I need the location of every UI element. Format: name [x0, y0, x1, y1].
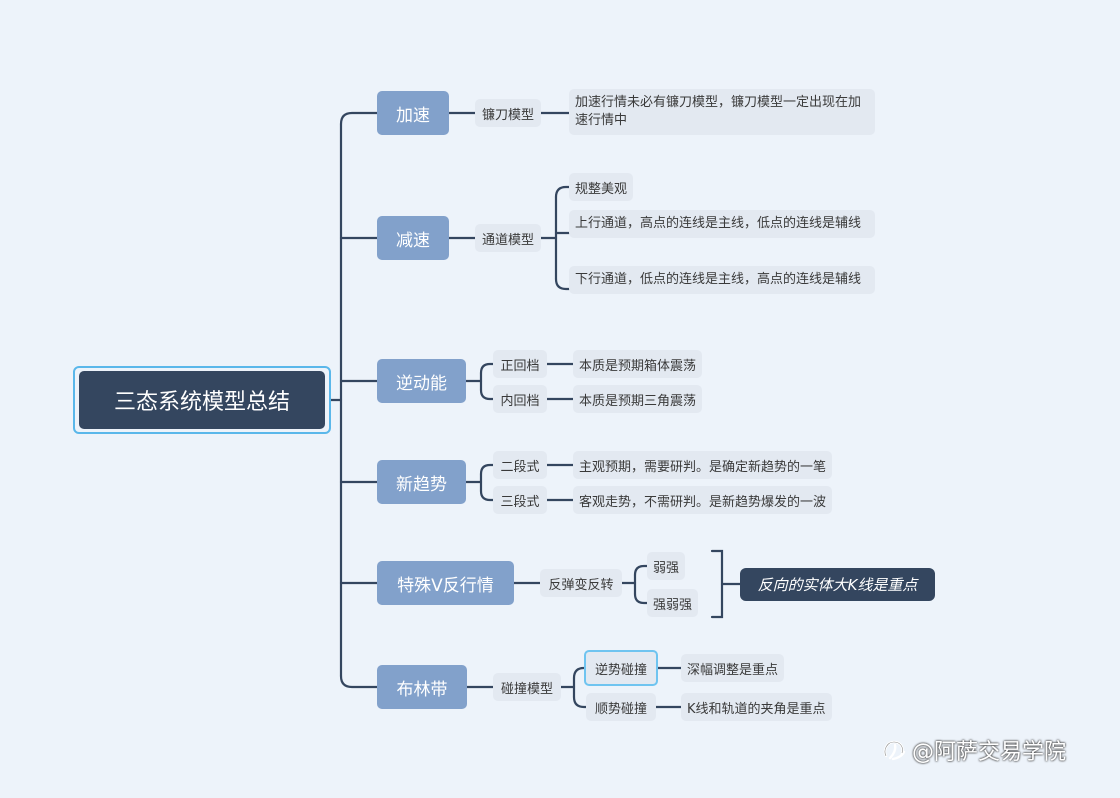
sub-inner-pullback[interactable]: 内回档 — [493, 385, 547, 413]
leaf-weak-strong[interactable]: 弱强 — [647, 552, 686, 580]
leaf-subjective[interactable]: 主观预期，需要研判。是确定新趋势的一笔 — [573, 451, 833, 479]
sub-counter-trend-collision[interactable]: 逆势碰撞 — [584, 650, 658, 686]
sub-with-trend-collision[interactable]: 顺势碰撞 — [586, 693, 656, 721]
sub-collision-model[interactable]: 碰撞模型 — [493, 673, 561, 701]
leaf-kline-angle[interactable]: K线和轨道的夹角是重点 — [681, 693, 832, 721]
branch-new-trend[interactable]: 新趋势 — [377, 460, 466, 504]
leaf-regular[interactable]: 规整美观 — [569, 173, 634, 201]
root-node[interactable]: 三态系统模型总结 — [79, 371, 325, 429]
branch-special-v-reversal[interactable]: 特殊V反行情 — [377, 561, 514, 605]
branch-acceleration[interactable]: 加速 — [377, 91, 449, 135]
leaf-objective[interactable]: 客观走势，不需研判。是新趋势爆发的一波 — [573, 486, 833, 514]
sub-rebound-to-reversal[interactable]: 反弹变反转 — [540, 569, 622, 597]
sub-sickle-model[interactable]: 镰刀模型 — [475, 99, 541, 127]
leaf-down-channel[interactable]: 下行通道，低点的连线是主线，高点的连线是辅线 — [569, 266, 875, 294]
leaf-up-channel[interactable]: 上行通道，高点的连线是主线，低点的连线是辅线 — [569, 210, 875, 238]
leaf-triangle-oscillation[interactable]: 本质是预期三角震荡 — [573, 385, 703, 413]
summary-key-candle[interactable]: 反向的实体大K线是重点 — [740, 568, 935, 601]
sub-two-stage[interactable]: 二段式 — [493, 451, 547, 479]
branch-bollinger[interactable]: 布林带 — [377, 665, 467, 709]
branch-reverse-momentum[interactable]: 逆动能 — [377, 359, 466, 403]
branch-deceleration[interactable]: 减速 — [377, 216, 449, 260]
watermark-text: @阿萨交易学院 — [912, 740, 1067, 765]
watermark: @阿萨交易学院 — [880, 732, 1116, 768]
sub-channel-model[interactable]: 通道模型 — [475, 224, 541, 252]
zhihu-like-logo-icon — [883, 740, 906, 761]
leaf-deep-adjustment[interactable]: 深幅调整是重点 — [681, 654, 785, 682]
leaf-acceleration-note[interactable]: 加速行情未必有镰刀模型，镰刀模型一定出现在加速行情中 — [569, 89, 875, 135]
sub-three-stage[interactable]: 三段式 — [493, 486, 547, 514]
leaf-strong-weak-strong[interactable]: 强弱强 — [647, 589, 699, 617]
root-node-frame[interactable]: 三态系统模型总结 — [73, 366, 331, 434]
leaf-box-oscillation[interactable]: 本质是预期箱体震荡 — [573, 350, 703, 378]
sub-positive-pullback[interactable]: 正回档 — [493, 350, 547, 378]
